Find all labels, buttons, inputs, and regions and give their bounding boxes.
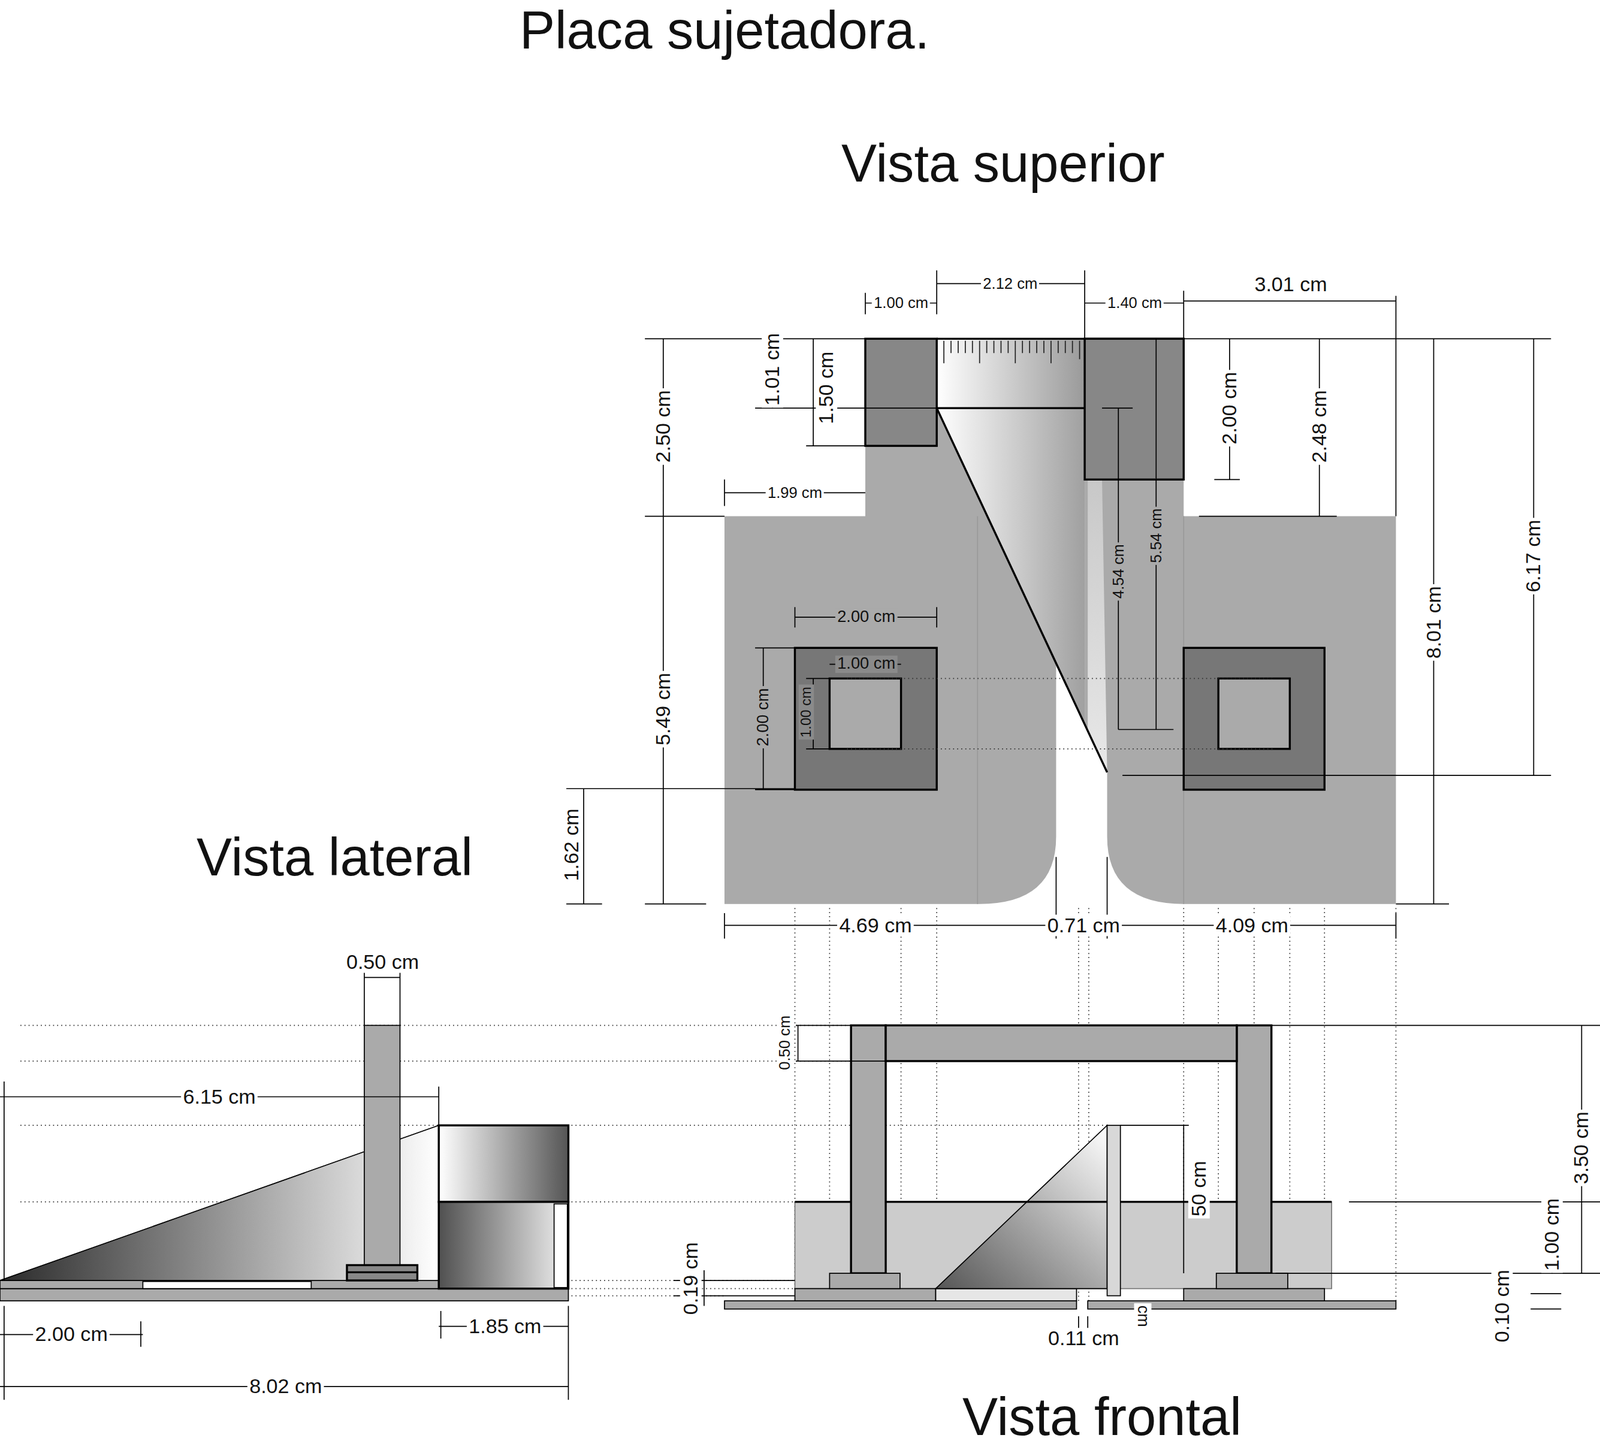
block-lower (438, 1202, 569, 1289)
dimension-label: 0.50 cm (776, 1013, 793, 1073)
base-plate (724, 1300, 1077, 1310)
dimension-label: 3.50 cm (1570, 1109, 1593, 1187)
dimension-label: 2.50 cm (652, 388, 675, 466)
ruler-ticks (943, 340, 1080, 364)
view-title: Vista lateral (194, 829, 476, 886)
dimension-label: 1.00 cm (871, 294, 931, 312)
dimension-label: 3.01 cm (1252, 273, 1330, 296)
foot-stripe (346, 1271, 418, 1274)
dimension-label: 1.40 cm (1105, 294, 1165, 312)
square-frame (794, 647, 937, 790)
dimension-label: 6.15 cm (180, 1086, 258, 1109)
dimension-label: 5.54 cm (1148, 506, 1165, 566)
dimension-label: 0.71 cm (1045, 915, 1122, 937)
mid-plate (1183, 1288, 1325, 1301)
frame-foot (829, 1273, 900, 1289)
post (364, 1025, 401, 1266)
square-hole (829, 678, 901, 749)
clamp-block (865, 338, 937, 446)
dimension-label: 8.02 cm (247, 1375, 325, 1398)
dimension-label: 1.01 cm (761, 330, 784, 408)
dimension-label: 2.00 cm (1218, 369, 1241, 447)
dimension-label: 1.00 cm (798, 684, 814, 741)
frame-foot (1216, 1273, 1288, 1289)
top-plate (0, 1280, 439, 1289)
dimension-line (566, 270, 1551, 939)
dimension-label: 8.01 cm (1423, 584, 1445, 661)
wedge-strip (1087, 479, 1107, 773)
dimension-label: 0.19 cm (680, 1240, 702, 1318)
dimension-label: 4.69 cm (837, 915, 914, 937)
clamp-block (1084, 338, 1184, 480)
base-plate (0, 1288, 569, 1301)
dimension-label: 1.62 cm (560, 806, 583, 884)
block-strip (554, 1203, 568, 1288)
right-plate (1084, 479, 1396, 904)
square-frame (1183, 647, 1325, 790)
post-foot (346, 1265, 418, 1281)
dimension-label: 50 cm (1188, 1158, 1210, 1219)
block-upper (438, 1125, 569, 1203)
edge-line (977, 338, 1184, 904)
slot (142, 1281, 312, 1289)
dimension-label: 0.11 cm (1046, 1327, 1122, 1350)
dimension-label: 1.00 cm (1541, 1196, 1563, 1273)
mid-plate (794, 1288, 936, 1301)
dimension-label: 1.99 cm (765, 484, 825, 501)
dimension-label: 1.85 cm (466, 1315, 544, 1338)
dimension-label: 2.00 cm (754, 686, 772, 749)
view-title: Vista frontal (960, 1389, 1245, 1445)
dimension-label: 2.00 cm (32, 1323, 110, 1346)
dimension-label: 2.48 cm (1308, 388, 1331, 466)
drawing-title: Placa sujetadora. (517, 2, 932, 59)
ramp (935, 1125, 1107, 1289)
frame-leg (850, 1025, 886, 1274)
view-title: Vista superior (839, 135, 1168, 192)
dimension-label: 2.12 cm (980, 275, 1040, 292)
dimension-label: 1.50 cm (815, 349, 838, 427)
square-hole (1218, 678, 1290, 749)
dimension-label: 4.54 cm (1110, 542, 1127, 602)
dimension-line (673, 1025, 1600, 1332)
frame-bar (885, 1025, 1237, 1062)
dimension-label: 1.00 cm (835, 655, 898, 673)
dimension-label: 0.10 cm (1491, 1268, 1514, 1345)
dimension-label: 6.17 cm (1522, 517, 1545, 595)
dimension-label: 5.49 cm (652, 670, 675, 748)
ruler (936, 338, 1085, 409)
dimension-line (0, 964, 569, 1400)
mid-plate (935, 1288, 1077, 1301)
dimension-label: 2.00 cm (835, 608, 898, 627)
frame-leg (1236, 1025, 1272, 1274)
edge-line (936, 338, 1184, 773)
vertical-bar (1107, 1125, 1121, 1296)
dimension-label: 4.09 cm (1213, 915, 1291, 937)
dimension-label: cm (1134, 1303, 1152, 1330)
dimension-label: 0.50 cm (344, 951, 422, 974)
projection-line (794, 678, 1396, 1301)
